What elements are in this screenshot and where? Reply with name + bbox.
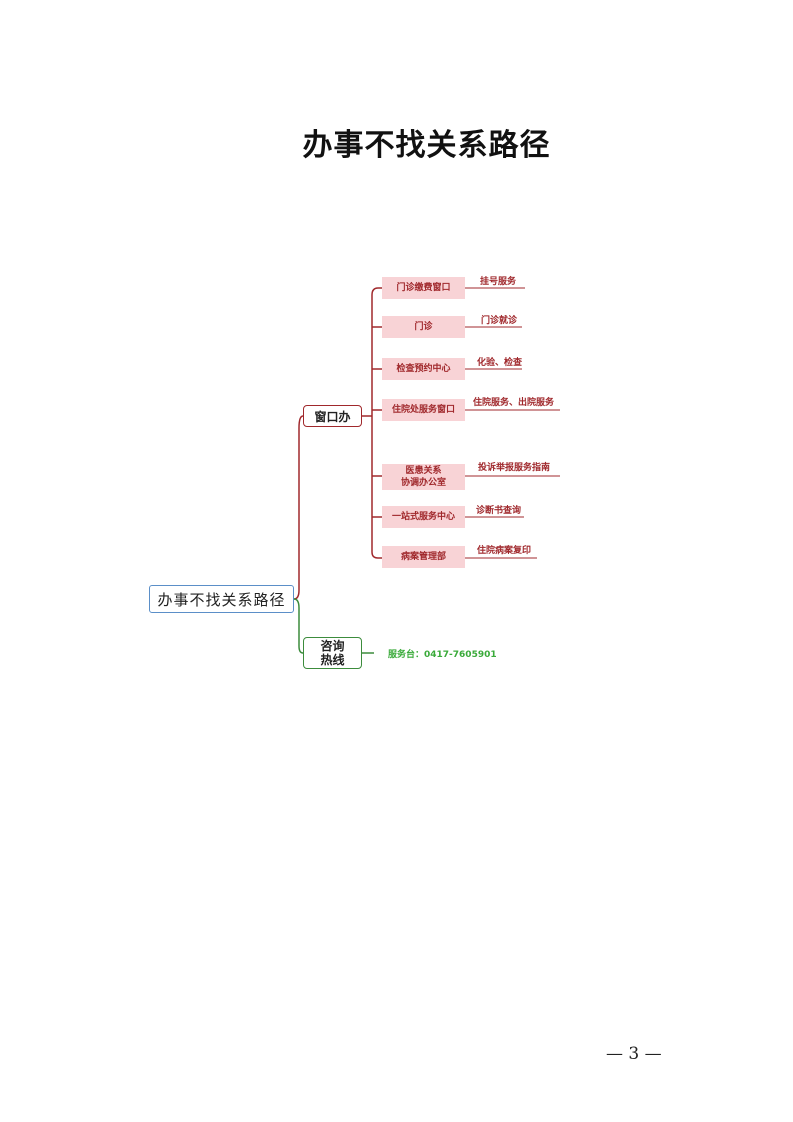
leaf-node-medical-records: 病案管理部 bbox=[382, 546, 465, 568]
leaf-label: 一站式服务中心 bbox=[391, 512, 455, 522]
leaf-link-1 bbox=[371, 287, 382, 296]
leaf-note: 投诉举报服务指南 bbox=[478, 463, 551, 473]
root-node: 办事不找关系路径 bbox=[149, 585, 294, 613]
page-title: 办事不找关系路径 bbox=[302, 128, 551, 163]
hotline-label-line1: 咨询 bbox=[320, 639, 345, 653]
root-to-window-line bbox=[293, 415, 304, 600]
window-trunk-line bbox=[362, 295, 373, 552]
branch-hotline-node: 咨询 热线 bbox=[303, 637, 362, 669]
leaf-note: 化验、检查 bbox=[477, 358, 523, 368]
leaf-label: 医患关系 bbox=[405, 466, 442, 476]
leaf-node-one-stop-center: 一站式服务中心 bbox=[382, 506, 465, 528]
hotline-number: 服务台：0417-7605901 bbox=[388, 650, 497, 660]
leaf-node-exam-booking: 检查预约中心 bbox=[382, 358, 465, 380]
leaf-label: 门诊 bbox=[414, 322, 433, 332]
leaf-note: 住院病案复印 bbox=[477, 546, 532, 556]
leaf-node-outpatient-payment: 门诊缴费窗口 bbox=[382, 277, 465, 299]
page-number: — 3 — bbox=[606, 1044, 662, 1064]
leaf-link-7 bbox=[371, 551, 382, 559]
leaf-note: 门诊就诊 bbox=[481, 316, 518, 326]
leaf-node-inpatient-window: 住院处服务窗口 bbox=[382, 399, 465, 421]
leaf-label-line2: 协调办公室 bbox=[400, 478, 446, 488]
branch-window-node: 窗口办 bbox=[303, 405, 362, 427]
leaf-label: 检查预约中心 bbox=[396, 364, 451, 374]
leaf-note: 住院服务、出院服务 bbox=[473, 398, 555, 408]
leaf-label: 病案管理部 bbox=[400, 552, 446, 562]
leaf-label: 门诊缴费窗口 bbox=[396, 283, 451, 293]
leaf-node-doctor-patient-office: 医患关系协调办公室 bbox=[382, 464, 465, 490]
root-to-hotline-line bbox=[293, 598, 304, 654]
leaf-node-outpatient: 门诊 bbox=[382, 316, 465, 338]
leaf-label: 住院处服务窗口 bbox=[391, 405, 455, 415]
leaf-note: 诊断书查询 bbox=[476, 506, 522, 516]
hotline-label-line2: 热线 bbox=[320, 653, 345, 667]
leaf-note: 挂号服务 bbox=[480, 277, 517, 287]
